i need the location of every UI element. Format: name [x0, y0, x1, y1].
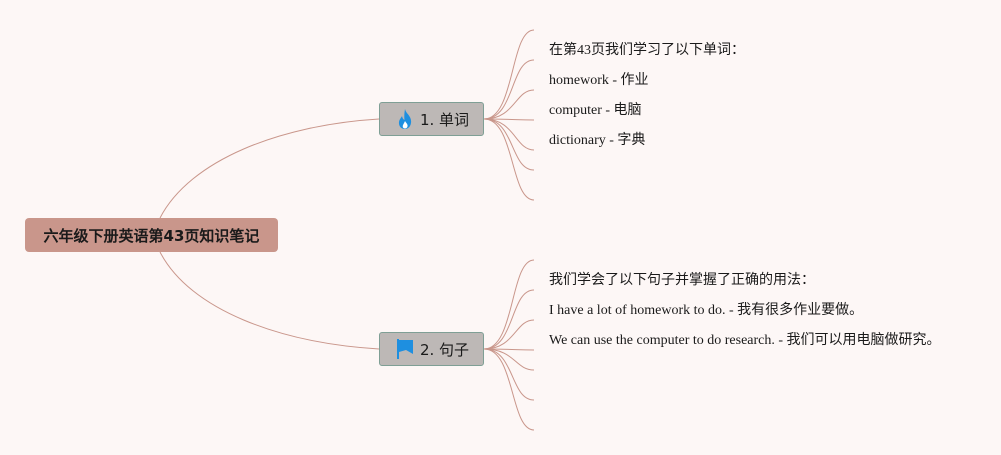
fire-icon: [394, 108, 416, 130]
leaf-sentence-homework[interactable]: I have a lot of homework to do. - 我有很多作业…: [549, 303, 864, 318]
leaf-word-dictionary[interactable]: dictionary - 字典: [549, 133, 646, 148]
branch-2-fan: [483, 259, 535, 431]
flag-icon: [394, 338, 416, 360]
root-topic[interactable]: 六年级下册英语第43页知识笔记: [25, 218, 278, 252]
leaf-sentences-intro[interactable]: 我们学会了以下句子并掌握了正确的用法：: [549, 273, 815, 288]
leaf-sentence-computer[interactable]: We can use the computer to do research. …: [549, 333, 941, 348]
branch-topic-words-label: 1. 单词: [419, 110, 470, 129]
leaf-word-homework[interactable]: homework - 作业: [549, 73, 649, 88]
root-to-branch-2-connector: [159, 251, 380, 350]
leaf-words-intro[interactable]: 在第43页我们学习了以下单词：: [549, 43, 745, 58]
root-topic-label: 六年级下册英语第43页知识笔记: [43, 226, 260, 245]
branch-1-fan: [483, 29, 535, 201]
leaf-word-computer[interactable]: computer - 电脑: [549, 103, 642, 118]
branch-topic-sentences-label: 2. 句子: [419, 340, 470, 359]
root-to-branch-1-connector: [159, 118, 380, 219]
branch-topic-words[interactable]: 1. 单词: [379, 102, 484, 136]
branch-topic-sentences[interactable]: 2. 句子: [379, 332, 484, 366]
